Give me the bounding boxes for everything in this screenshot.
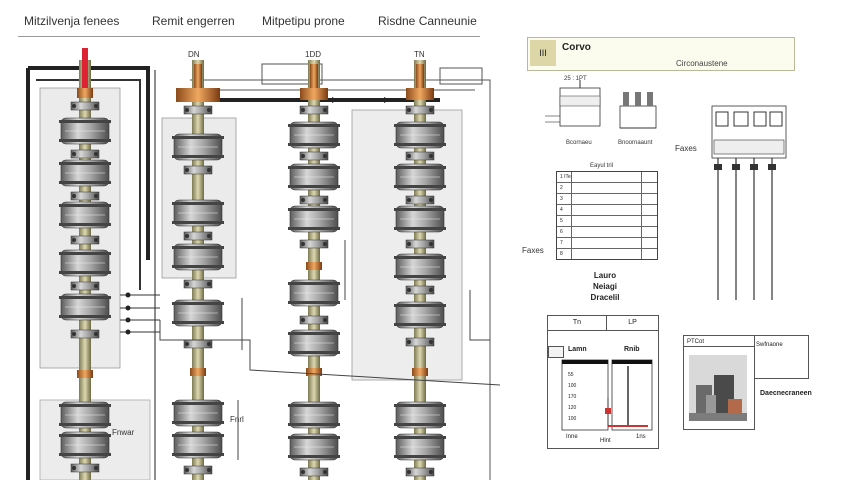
panel-icon: III bbox=[530, 40, 556, 66]
gauge-tab-right[interactable]: LP bbox=[607, 316, 658, 331]
gauge-bottom-center: Hlnt bbox=[600, 438, 611, 444]
gauge-scale: 55 100 170 120 100 bbox=[568, 370, 576, 425]
table-row: 5 bbox=[557, 216, 657, 227]
mid-note: Fnrl bbox=[230, 415, 244, 424]
center-heading: Lauro Neiagi Dracelil bbox=[570, 270, 640, 303]
heading-line-3: Dracelil bbox=[590, 293, 620, 302]
gauge-panel: Tn LP Lamn Rnib 55 100 170 120 100 Inne … bbox=[547, 315, 659, 449]
table-row: 6 bbox=[557, 227, 657, 238]
gauge-plot bbox=[561, 359, 653, 431]
table-row: 8 bbox=[557, 249, 657, 259]
left-note: Fnwar bbox=[112, 428, 135, 437]
table-cell: 5 bbox=[560, 218, 563, 224]
table-cell: 6 bbox=[560, 229, 563, 235]
panel-title: Corvo bbox=[562, 42, 591, 53]
data-table: 1 ITe 2 3 4 5 6 7 8 bbox=[556, 171, 658, 260]
photo-side-label: Swfnaone bbox=[756, 342, 783, 348]
scale-tick: 100 bbox=[568, 416, 577, 422]
unit-a-caption: Bcornaeu bbox=[566, 140, 592, 146]
header-panel: III Corvo Circonaustene bbox=[527, 37, 795, 71]
gauge-right-label: Rnib bbox=[624, 346, 640, 353]
table-cell: 2 bbox=[560, 185, 563, 191]
table-cell: 8 bbox=[560, 251, 563, 257]
table-cell: 7 bbox=[560, 240, 563, 246]
unit-a-top: 25 : 1PT bbox=[564, 76, 587, 82]
column-schematic bbox=[26, 48, 500, 480]
table-row: 2 bbox=[557, 183, 657, 194]
photo-frame bbox=[683, 346, 755, 430]
photo-caption: Daecnecraneen bbox=[760, 390, 812, 397]
heading-line-2: Neiagi bbox=[592, 282, 617, 291]
table-title: Eayul tril bbox=[590, 163, 614, 169]
panel-subtitle: Circonaustene bbox=[676, 59, 728, 68]
table-row: 7 bbox=[557, 238, 657, 249]
scale-tick: 120 bbox=[568, 405, 577, 411]
table-cell: 1 ITe bbox=[560, 174, 571, 180]
column-tag-2: DN bbox=[188, 50, 200, 59]
table-side-label: Faxes bbox=[522, 246, 544, 255]
scale-tick: 100 bbox=[568, 383, 577, 389]
column-tag-3: 1DD bbox=[305, 50, 322, 59]
tab-1[interactable]: Mitzilvenja fenees bbox=[24, 14, 120, 28]
gauge-bottom-right: 1ns bbox=[636, 434, 646, 440]
unit-drawings bbox=[545, 80, 657, 129]
tab-2[interactable]: Remit engerren bbox=[152, 14, 235, 28]
table-row: 4 bbox=[557, 205, 657, 216]
gauge-bottom-left: Inne bbox=[566, 434, 578, 440]
table-cell: 4 bbox=[560, 207, 563, 213]
column-tag-4: TN bbox=[414, 50, 425, 59]
scale-tick: 55 bbox=[568, 372, 574, 378]
unit-b-caption: Bnoornaaunt bbox=[618, 140, 653, 146]
pump-label: Faxes bbox=[675, 144, 697, 153]
tab-3[interactable]: Mitpetipu prone bbox=[262, 14, 345, 28]
gauge-left-label: Lamn bbox=[568, 346, 587, 353]
manifold-drawing bbox=[711, 105, 787, 300]
tab-underline bbox=[18, 36, 480, 37]
photo-image bbox=[689, 355, 747, 421]
table-cell: 3 bbox=[560, 196, 563, 202]
gauge-toggle[interactable] bbox=[548, 346, 564, 358]
table-row: 1 ITe bbox=[557, 172, 657, 183]
gauge-tab-left[interactable]: Tn bbox=[548, 316, 607, 331]
photo-top-label: PTCot bbox=[687, 339, 705, 345]
heading-line-1: Lauro bbox=[593, 271, 617, 280]
tab-4[interactable]: Risdne Canneunie bbox=[378, 14, 477, 28]
scale-tick: 170 bbox=[568, 394, 577, 400]
table-row: 3 bbox=[557, 194, 657, 205]
